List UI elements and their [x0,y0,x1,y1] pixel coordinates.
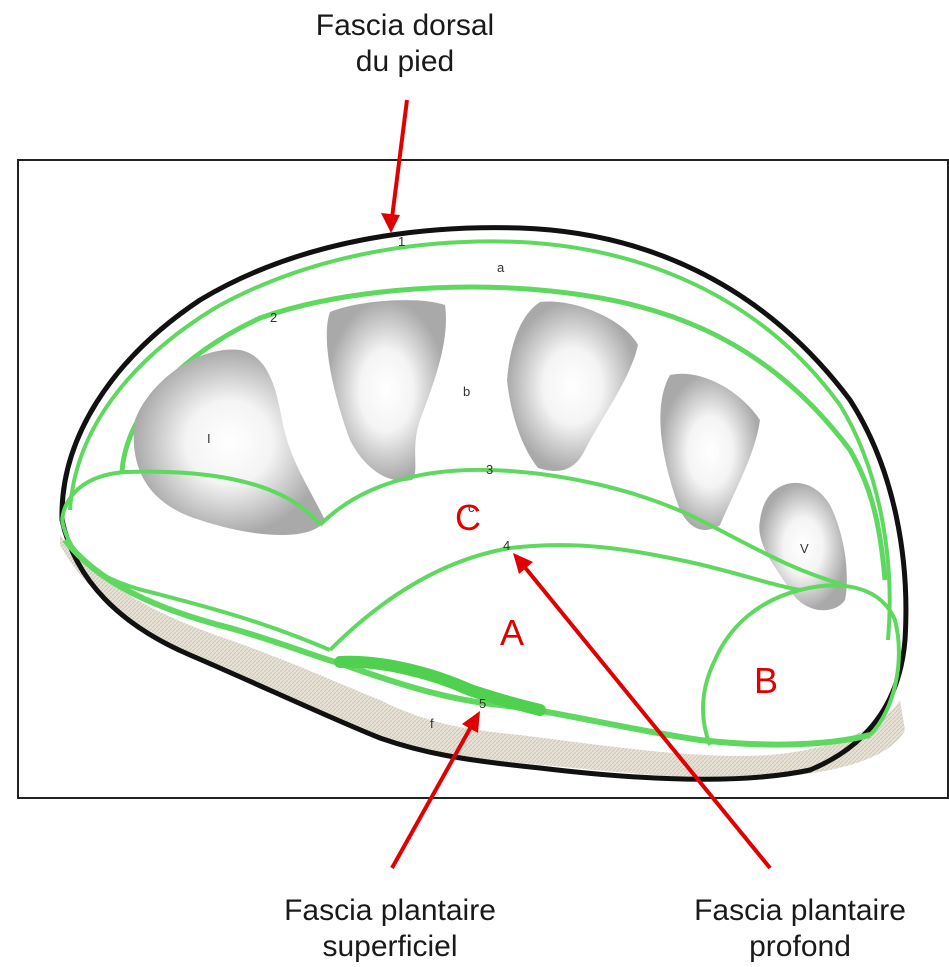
marker-4: 4 [503,538,510,553]
marker-1: 1 [398,234,405,249]
marker-2: 2 [270,310,277,325]
label-superficiel-line2: superficiel [240,929,540,965]
label-superficiel-line1: Fascia plantaire [240,893,540,929]
label-b-small: b [463,384,470,399]
compartment-a-label: A [500,612,524,653]
marker-5: 5 [479,696,486,711]
label-metatarsal-5: V [800,541,809,556]
label-fascia-plantaire-profond: Fascia plantaire profond [655,893,945,965]
label-fascia-plantaire-superficiel: Fascia plantaire superficiel [240,893,540,965]
label-profond-line2: profond [655,929,945,965]
compartment-c-label: C [455,497,481,538]
label-metatarsal-1: I [207,431,211,446]
compartment-b-label: B [754,660,778,701]
label-profond-line1: Fascia plantaire [655,893,945,929]
marker-3: 3 [486,462,493,477]
label-f-small: f [430,716,434,731]
label-a-small: a [497,260,505,275]
